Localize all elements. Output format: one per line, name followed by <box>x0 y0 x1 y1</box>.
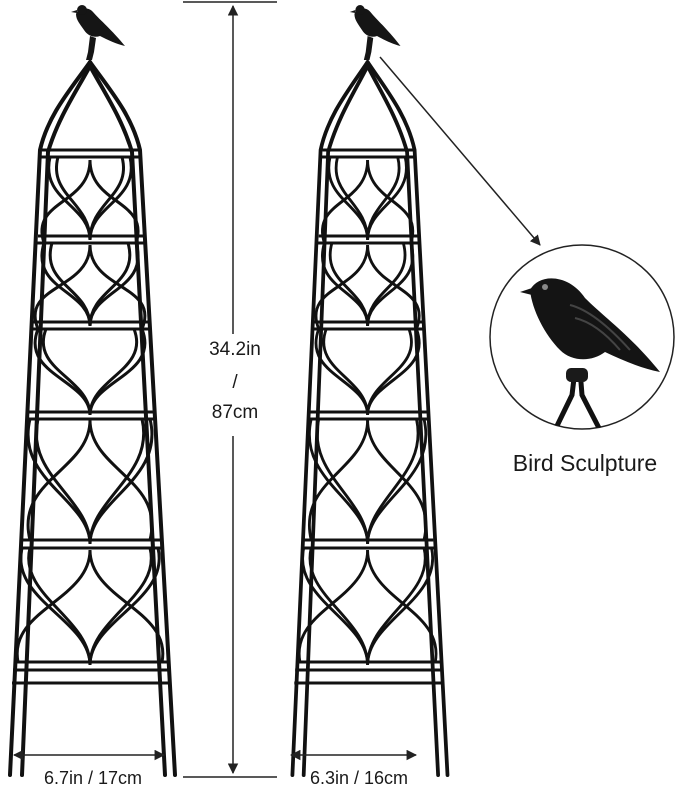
height-cm-label: 87cm <box>211 402 259 423</box>
height-inches-label: 34.2in <box>209 339 261 360</box>
height-separator: / <box>232 372 238 393</box>
bird-sculpture-caption: Bird Sculpture <box>512 450 658 476</box>
bird-detail-circle <box>489 244 675 430</box>
right-trellis <box>290 3 450 777</box>
detail-pointer-arrow <box>379 56 541 246</box>
right-width-label: 6.3in / 16cm <box>309 768 409 788</box>
left-trellis <box>8 3 177 777</box>
height-dimension <box>183 1 277 778</box>
left-width-label: 6.7in / 17cm <box>43 768 143 788</box>
